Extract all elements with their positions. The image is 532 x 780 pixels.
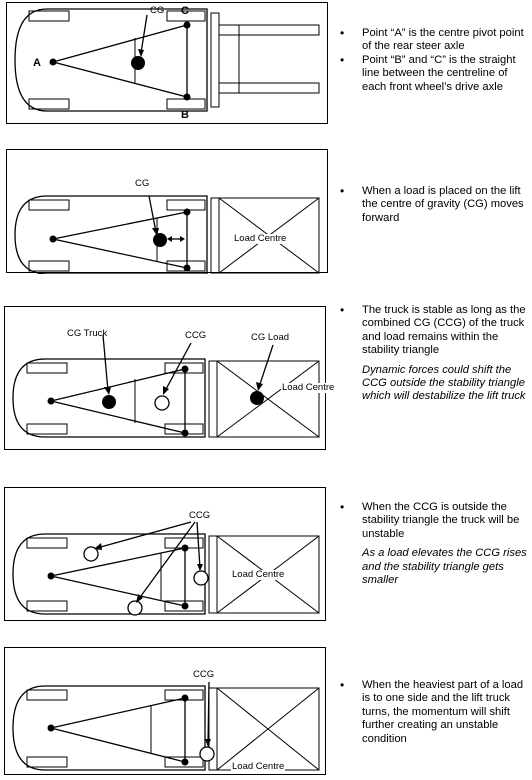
notes-2: When a load is placed on the lift the ce… <box>340 185 528 225</box>
notes-1: Point “A” is the centre pivot point of t… <box>340 27 528 94</box>
cg-load-label: CG Load <box>251 332 290 343</box>
bullet-text: When the CCG is outside the stability tr… <box>340 501 528 541</box>
panel-1: CG A B C Point “A” is the centre pivot p… <box>0 0 532 135</box>
notes-3: The truck is stable as long as the combi… <box>340 304 528 404</box>
truck-diagram-3: CG Truck CCG CG Load Load Centre <box>4 306 336 450</box>
cg-truck-label: CG Truck <box>67 328 108 339</box>
bullet-text: Point “B” and “C” is the straight line b… <box>340 54 528 94</box>
truck-diagram-2: CG Load Centre <box>6 149 328 274</box>
bullet-text: When a load is placed on the lift the ce… <box>340 185 528 225</box>
truck-diagram-4: CCG Load Centre <box>4 487 326 621</box>
load-centre-label: Load Centre <box>231 569 286 580</box>
notes-4: When the CCG is outside the stability tr… <box>340 501 528 587</box>
truck-drawing-5 <box>12 681 320 771</box>
point-a-label: A <box>33 57 41 69</box>
point-b-label: B <box>181 109 189 121</box>
truck-drawing-2 <box>14 195 320 274</box>
bullet-text: The truck is stable as long as the combi… <box>340 304 528 358</box>
notes-5: When the heaviest part of a load is to o… <box>340 679 528 746</box>
load-centre-label: Load Centre <box>233 233 288 244</box>
load-centre-label: Load Centre <box>281 382 336 393</box>
ccg-label: CCG <box>189 510 211 521</box>
bullet-text: When the heaviest part of a load is to o… <box>340 679 528 746</box>
truck-drawing-4 <box>12 521 320 616</box>
ccg-label: CCG <box>193 669 215 680</box>
cg-label: CG <box>135 178 150 189</box>
panel-4: CCG Load Centre When the CCG is outside … <box>0 483 532 623</box>
point-c-label: C <box>181 5 189 17</box>
load-centre-label: Load Centre <box>231 761 286 772</box>
truck-drawing-3 <box>12 334 320 438</box>
truck-diagram-1: CG A B C <box>6 2 328 124</box>
ccg-label: CCG <box>185 330 207 341</box>
truck-diagram-5: CCG Load Centre <box>4 647 326 775</box>
panel-5: CCG Load Centre When the heaviest part o… <box>0 643 532 780</box>
panel-2: CG Load Centre When a load is placed on … <box>0 143 532 278</box>
italic-note: Dynamic forces could shift the CCG outsi… <box>362 363 526 403</box>
italic-note: As a load elevates the CCG rises and the… <box>362 547 527 587</box>
cg-label: CG <box>150 5 165 16</box>
bullet-text: Point “A” is the centre pivot point of t… <box>340 27 528 54</box>
panel-3: CG Truck CCG CG Load Load Centre The tru… <box>0 300 532 460</box>
truck-drawing-1 <box>14 8 320 112</box>
